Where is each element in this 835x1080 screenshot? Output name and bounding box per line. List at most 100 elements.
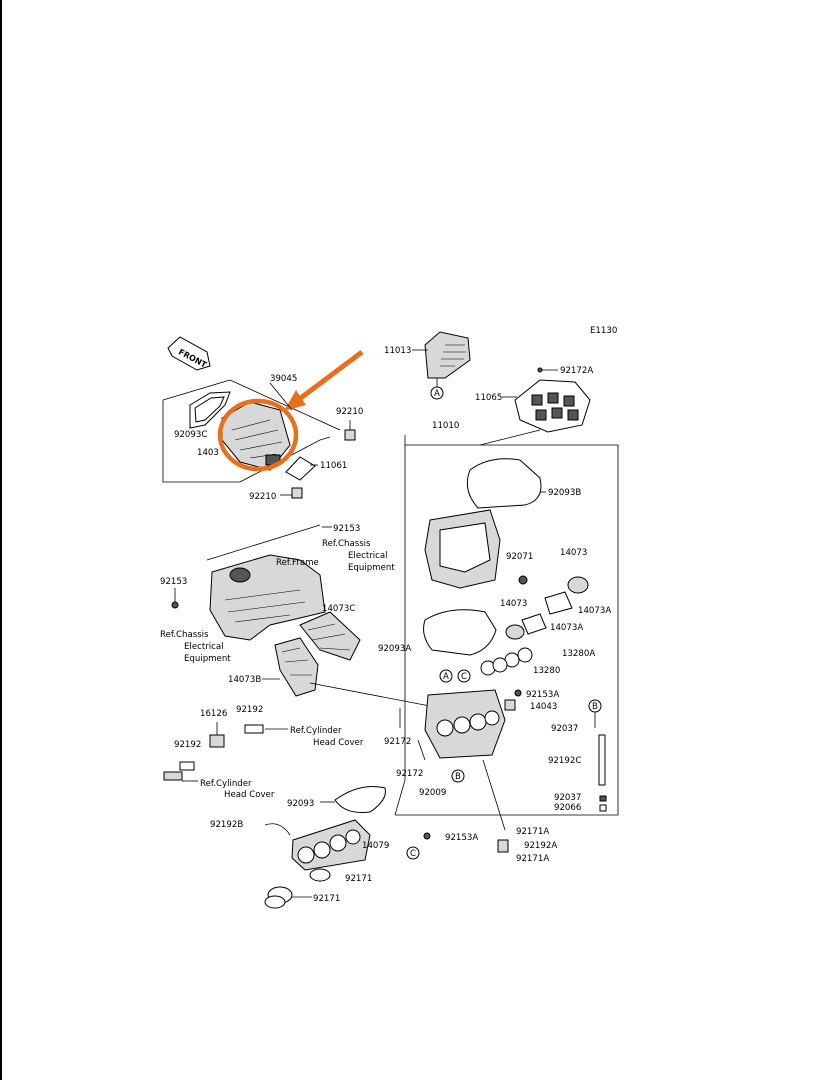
part-92093C (189, 391, 231, 429)
label-92093: 92093 (287, 799, 314, 809)
label-ref-cyl1-b: Head Cover (313, 738, 364, 748)
part-92192-hose-lower (179, 761, 195, 771)
part-13280 (480, 657, 508, 676)
marker-C-mid (457, 669, 471, 683)
label-14079: 14079 (362, 841, 389, 851)
part-11065 (514, 379, 591, 433)
part-92093B (466, 458, 542, 509)
part-92093A (423, 609, 497, 656)
part-92192B-hose (264, 823, 291, 836)
label-ref-cyl2-b: Head Cover (224, 790, 275, 800)
part-92153A-bolt (514, 689, 522, 697)
part-92037 (599, 795, 607, 802)
label-13280A: 13280A (562, 649, 595, 659)
label-39045: 39045 (270, 374, 297, 384)
part-11013 (424, 331, 471, 390)
label-92210-lower: 92210 (249, 492, 276, 502)
label-92153A-b: 92153A (445, 833, 478, 843)
part-92153A-lower (423, 832, 431, 840)
label-92172A: 92172A (560, 366, 593, 376)
label-14073A-1: 14073A (578, 606, 611, 616)
label-92093B: 92093B (548, 488, 581, 498)
label-92066: 92066 (554, 803, 581, 813)
label-92153A: 92153A (526, 690, 559, 700)
part-92172A-bolt (537, 367, 543, 373)
label-92171A-2: 92171A (516, 854, 549, 864)
highlight-circle (217, 398, 299, 472)
label-14073C: 14073C (322, 604, 355, 614)
part-92210-upper (344, 429, 356, 441)
label-14043: 14043 (530, 702, 557, 712)
label-92153-a: 92153 (333, 524, 360, 534)
part-14073B (274, 637, 319, 697)
marker-A-mid-label: A (443, 672, 449, 682)
part-airbox-body (209, 554, 326, 641)
front-arrow-icon: FRONT (167, 336, 211, 371)
part-14043 (504, 699, 516, 711)
label-92210-upper: 92210 (336, 407, 363, 417)
part-16126-valve (209, 722, 225, 748)
label-16126: 16126 (200, 709, 227, 719)
part-92192A (497, 839, 509, 853)
marker-C-lower-label: C (410, 849, 416, 859)
part-92210-lower (291, 487, 303, 499)
label-92071: 92071 (506, 552, 533, 562)
part-14073C (299, 611, 361, 661)
label-92171-a: 92171 (345, 874, 372, 884)
label-11061: 11061 (320, 461, 347, 471)
label-92153-b: 92153 (160, 577, 187, 587)
label-ref-chassis1-b: Electrical (348, 551, 388, 561)
label-92093C: 92093C (174, 430, 207, 440)
part-14079 (291, 819, 371, 871)
label-92093A: 92093A (378, 644, 411, 654)
part-92071 (518, 575, 528, 585)
marker-B-mid-label: B (455, 772, 461, 782)
label-ref-chassis1-c: Equipment (348, 563, 395, 573)
label-92192C: 92192C (548, 756, 581, 766)
label-11010: 11010 (432, 421, 459, 431)
inset-frame (162, 400, 331, 483)
marker-A-top-label: A (434, 389, 440, 399)
highlight-arrow-icon (284, 350, 364, 411)
part-lower-housing (424, 689, 506, 759)
part-92153-bolt (171, 601, 179, 609)
label-92171-b: 92171 (313, 894, 340, 904)
label-13280: 13280 (533, 666, 560, 676)
part-92171-ring-1 (309, 868, 331, 882)
marker-C-lower (406, 846, 420, 860)
label-ref-chassis2-a: Ref.Chassis (160, 630, 209, 640)
marker-C-mid-label: C (461, 672, 467, 682)
label-92192-a: 92192 (236, 705, 263, 715)
part-13280A (504, 647, 533, 668)
label-ref-chassis2-c: Equipment (184, 654, 231, 664)
label-14073A-2: 14073A (550, 623, 583, 633)
part-14073-funnel-2 (505, 624, 525, 640)
part-92192C (598, 734, 606, 786)
part-14073A-2 (521, 613, 547, 635)
label-92009: 92009 (419, 788, 446, 798)
label-14073-a: 14073 (560, 548, 587, 558)
part-92093 (334, 786, 386, 813)
label-92172-a: 92172 (384, 737, 411, 747)
label-92037-b: 92037 (554, 793, 581, 803)
marker-A-mid (439, 669, 453, 683)
diagram-code: E1130 (590, 326, 617, 336)
label-1403x: 1403 (197, 448, 219, 458)
label-92172-b: 92172 (396, 769, 423, 779)
label-ref-cyl2-a: Ref.Cylinder (200, 779, 252, 789)
label-14073-b: 14073 (500, 599, 527, 609)
marker-B-right-label: B (592, 702, 598, 712)
label-ref-frame: Ref.Frame (276, 558, 319, 568)
label-14073B: 14073B (228, 675, 261, 685)
label-ref-chassis2-b: Electrical (184, 642, 224, 652)
part-11061 (285, 456, 316, 481)
marker-B-mid (451, 769, 465, 783)
part-cyl-fitting (163, 771, 183, 781)
label-11013: 11013 (384, 346, 411, 356)
label-ref-cyl1-a: Ref.Cylinder (290, 726, 342, 736)
label-92037-a: 92037 (551, 724, 578, 734)
label-92192B: 92192B (210, 820, 243, 830)
housing-bracket (395, 444, 619, 816)
label-92192A: 92192A (524, 841, 557, 851)
